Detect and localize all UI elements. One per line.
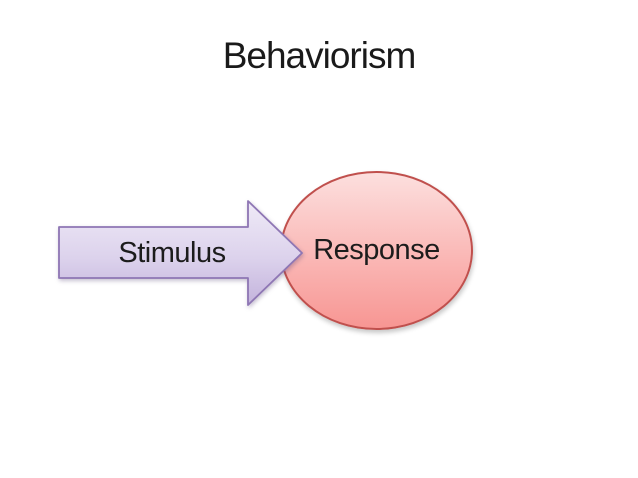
slide-title: Behaviorism	[222, 35, 417, 76]
right-arrow-polygon	[58, 200, 303, 306]
response-ellipse-shape	[280, 171, 473, 330]
stimulus-right-arrow-shape	[58, 200, 303, 306]
